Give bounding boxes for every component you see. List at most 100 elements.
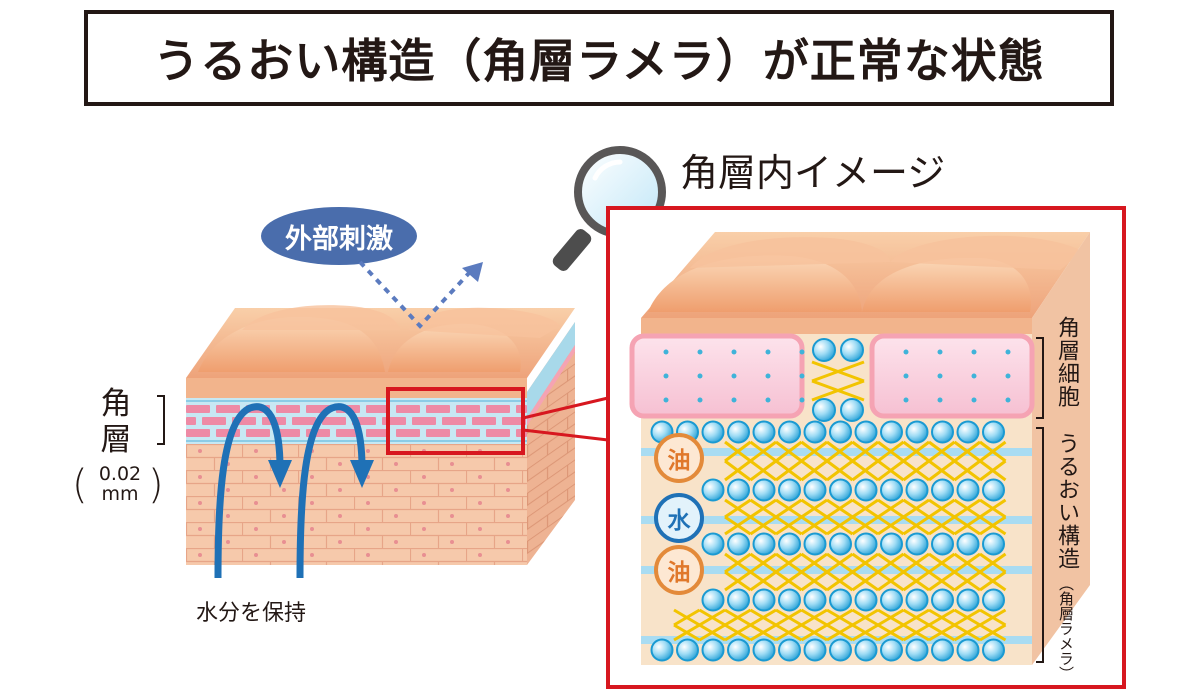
lipid-head [676, 638, 699, 662]
cell-dot [765, 397, 771, 403]
lipid-chain [979, 440, 1007, 463]
lipid-head [982, 420, 1005, 444]
corneum-brick [216, 405, 240, 413]
cell-dot [663, 397, 669, 403]
cell-dot [799, 373, 805, 379]
lipid-chain [800, 552, 828, 574]
corneum-brick [486, 429, 510, 437]
lipid-chain [673, 608, 701, 627]
moisture-arrow-icon [214, 403, 374, 579]
oil-bubble-2 [654, 545, 704, 595]
lipid-chain [851, 570, 879, 592]
lipid-head [880, 532, 903, 556]
corneum-brick [426, 429, 450, 437]
lipid-chain [775, 440, 803, 463]
lipid-chain [902, 459, 930, 482]
corneocyte-cells [629, 333, 1035, 419]
lipid-chain [749, 608, 777, 627]
skin-front-top [186, 378, 527, 398]
lipid-chain [673, 623, 701, 642]
lipid-head [727, 532, 750, 556]
lipid-chain [800, 459, 828, 482]
lipid-head [829, 532, 852, 556]
cell-dot [1005, 349, 1011, 355]
cell-dot [937, 373, 943, 379]
cell-dot [1005, 373, 1011, 379]
cell-dot [697, 349, 703, 355]
lipid-head [812, 398, 836, 422]
lipid-chain [928, 570, 956, 592]
lipid-chain [877, 459, 905, 482]
lipid-chain [953, 552, 981, 574]
thickness-label: ( 0.02 mm ) [72, 462, 164, 508]
lipid-chain [800, 608, 828, 627]
lipid-chain [749, 440, 777, 463]
lipid-head [701, 588, 725, 612]
lipid-head [982, 638, 1005, 662]
lipid-chain [979, 623, 1007, 642]
zoom-connector-bottom [522, 428, 609, 442]
lipid-chain [826, 552, 854, 574]
moisture-structure-label: うるおい構造 [1054, 432, 1079, 570]
lipid-chain [877, 498, 905, 519]
lipid-head [778, 478, 801, 502]
lipid-head [905, 588, 929, 612]
lipid-head [778, 532, 801, 556]
lipid-chain [724, 608, 752, 627]
lipid-chain [928, 459, 956, 482]
lipid-chain [953, 623, 981, 642]
water-bubble [654, 493, 704, 543]
cell-dot [937, 349, 943, 355]
lipid-chain [902, 498, 930, 519]
lipid-head [752, 478, 776, 502]
lipid-head [778, 638, 801, 662]
stimulus-bubble [261, 207, 417, 265]
lipid-head [752, 532, 776, 556]
lipid-chain [928, 608, 956, 627]
corneum-brick [456, 429, 480, 437]
lipid-head [880, 588, 903, 612]
lipid-head [854, 532, 878, 556]
lipid-chain [724, 515, 752, 536]
lipid-chain [928, 440, 956, 463]
oil-label-1: 油 [667, 448, 691, 474]
corneum-brick [202, 417, 226, 425]
oil-label-2: 油 [667, 560, 691, 586]
cell-bracket [1036, 337, 1044, 419]
lipid-head [812, 338, 836, 362]
cell-dot [663, 349, 669, 355]
lipid-head [778, 588, 801, 612]
lipid-chain [877, 570, 905, 592]
zoom-source-box [386, 387, 525, 455]
lipid-chain [953, 440, 981, 463]
lipid-chain [902, 608, 930, 627]
corneum-brick [412, 417, 436, 425]
lipid-head [803, 478, 827, 502]
lipid-chain [928, 498, 956, 519]
lipid-head [701, 478, 725, 502]
lipid-chain [877, 608, 905, 627]
lipid-chain [928, 623, 956, 642]
lipid-head [752, 588, 776, 612]
lipid-chain [877, 623, 905, 642]
lipid-head [982, 588, 1005, 612]
corneum-brick [396, 405, 420, 413]
paren-open: ( [72, 462, 88, 508]
skin-block [186, 305, 575, 565]
lipid-chain [953, 515, 981, 536]
lipid-chain [724, 440, 752, 463]
lipid-head [727, 420, 750, 444]
lipid-head [701, 638, 725, 662]
lipid-head [931, 420, 954, 444]
lipid-chain [826, 498, 854, 519]
lipid-chain [749, 570, 777, 592]
lipid-head [905, 478, 929, 502]
lipid-chain [749, 623, 777, 642]
corneum-brick [486, 405, 510, 413]
lipid-chain [953, 498, 981, 519]
lipid-chain [826, 459, 854, 482]
lamellar-structure [641, 338, 1032, 662]
lipid-head [931, 478, 954, 502]
lipid-chain [724, 570, 752, 592]
lipid-chain [979, 515, 1007, 536]
